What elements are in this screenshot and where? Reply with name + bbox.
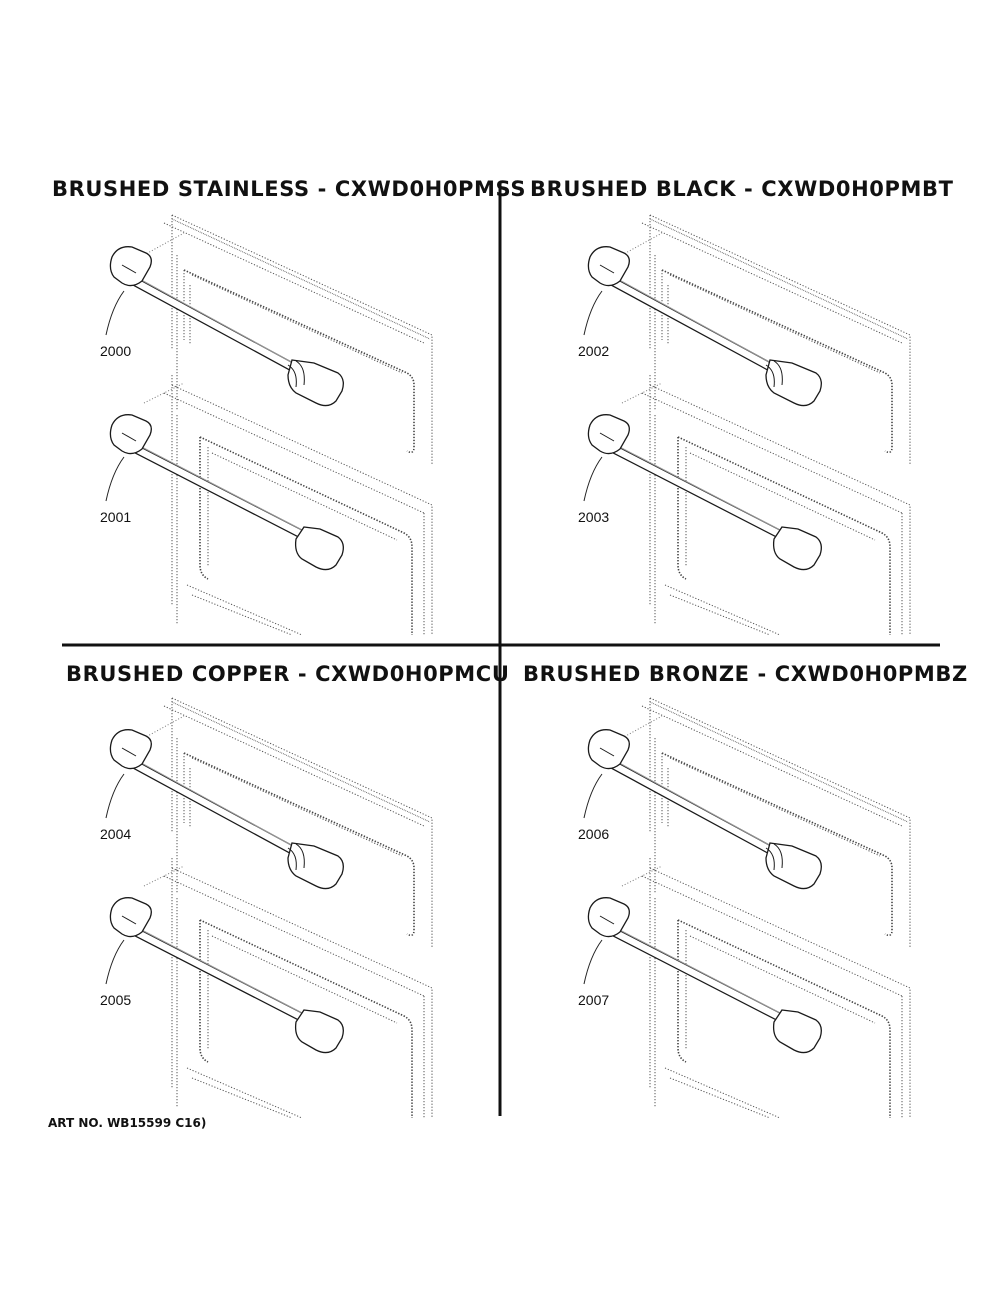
quadrant-title: BRUSHED BLACK - CXWD0H0PMBT xyxy=(530,177,954,201)
quadrant-brushed-black: BRUSHED BLACK - CXWD0H0PMBT 2002 2003 xyxy=(530,177,954,635)
part-number: 2007 xyxy=(578,992,609,1008)
part-number: 2001 xyxy=(100,509,131,525)
oven-door-illustration xyxy=(584,215,910,635)
part-number: 2006 xyxy=(578,826,609,842)
oven-door-illustration xyxy=(106,698,432,1118)
part-number: 2003 xyxy=(578,509,609,525)
part-number: 2002 xyxy=(578,343,609,359)
quadrant-title: BRUSHED COPPER - CXWD0H0PMCU xyxy=(66,662,509,686)
quadrant-title: BRUSHED BRONZE - CXWD0H0PMBZ xyxy=(523,662,968,686)
quadrant-brushed-copper: BRUSHED COPPER - CXWD0H0PMCU 2004 2005 xyxy=(66,662,509,1118)
quadrant-brushed-bronze: BRUSHED BRONZE - CXWD0H0PMBZ 2006 2007 xyxy=(523,662,968,1118)
oven-door-illustration xyxy=(106,215,432,635)
part-number: 2005 xyxy=(100,992,131,1008)
quadrant-brushed-stainless: BRUSHED STAINLESS - CXWD0H0PMSS 2000 200… xyxy=(52,177,526,635)
part-number: 2000 xyxy=(100,343,131,359)
oven-door-illustration xyxy=(584,698,910,1118)
quadrant-title: BRUSHED STAINLESS - CXWD0H0PMSS xyxy=(52,177,526,201)
art-number: ART NO. WB15599 C16) xyxy=(48,1116,206,1130)
part-number: 2004 xyxy=(100,826,131,842)
